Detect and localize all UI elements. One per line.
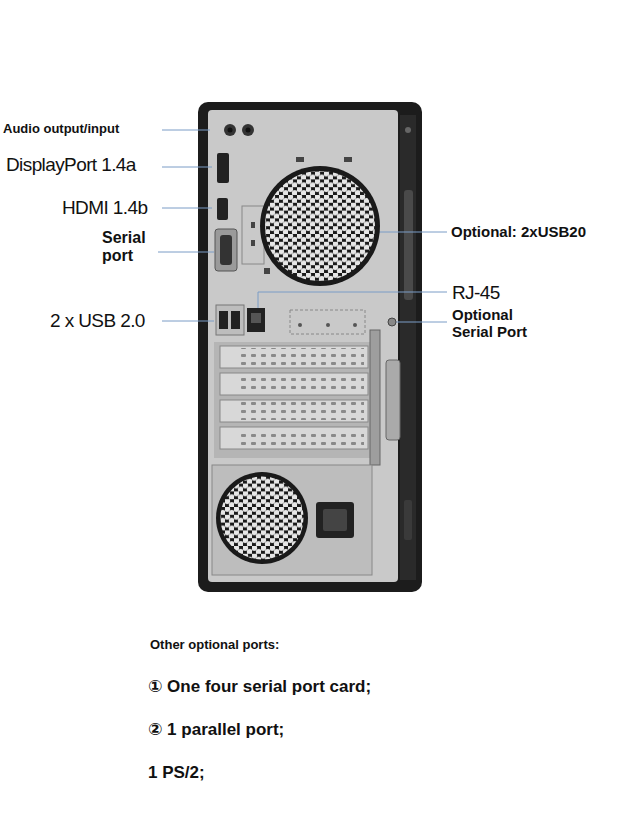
leader-lines bbox=[158, 130, 447, 322]
displayport bbox=[217, 153, 229, 183]
screw bbox=[388, 318, 396, 326]
audio-jacks bbox=[224, 124, 254, 136]
optional-serial-holes bbox=[298, 323, 357, 327]
port-label: 2 x USB 2.0 bbox=[50, 310, 145, 332]
tower-case bbox=[198, 102, 422, 592]
port-label: RJ-45 bbox=[452, 282, 500, 304]
note-item: ① One four serial port card; bbox=[148, 677, 371, 697]
power-supply bbox=[212, 465, 372, 575]
port-label: Optional Serial Port bbox=[452, 306, 552, 341]
port-label: Serial port bbox=[102, 229, 158, 266]
note-item: ② 1 parallel port; bbox=[148, 720, 284, 740]
expansion-slots bbox=[214, 330, 400, 465]
optional-serial-area bbox=[290, 310, 365, 334]
port-label: HDMI 1.4b bbox=[62, 197, 147, 219]
usb-rj45-ports bbox=[216, 305, 265, 335]
port-label: Optional: 2xUSB20 bbox=[451, 223, 586, 240]
note-item: 1 PS/2; bbox=[148, 763, 205, 783]
note-heading: Other optional ports: bbox=[150, 638, 279, 653]
port-label: Audio output/input bbox=[3, 122, 119, 137]
port-label: DisplayPort 1.4a bbox=[6, 154, 136, 176]
rear-fan-grille bbox=[260, 166, 380, 286]
hdmi-port bbox=[217, 198, 228, 220]
serial-port bbox=[215, 229, 237, 271]
